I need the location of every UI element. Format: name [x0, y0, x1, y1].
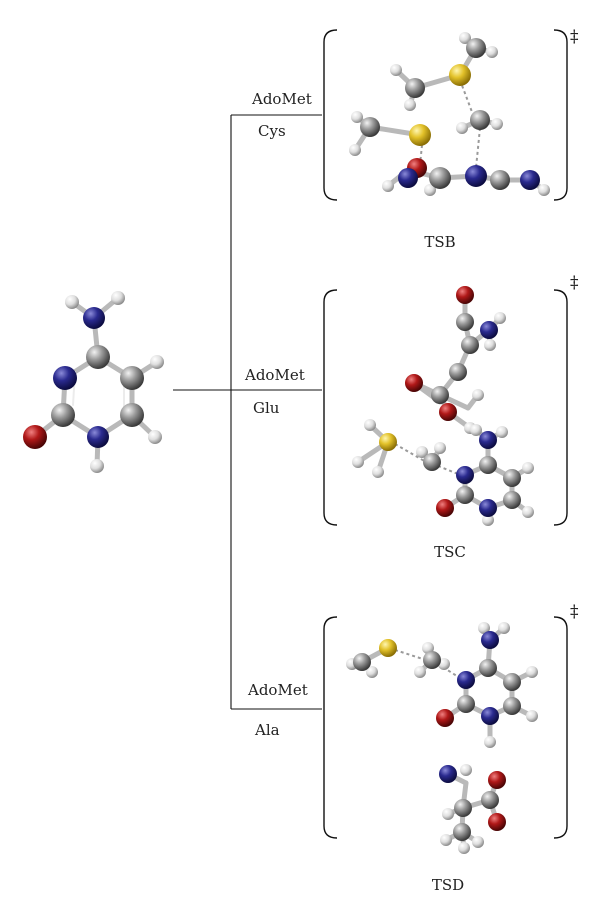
dagger-tsc: ‡ — [570, 273, 579, 293]
bracket-tsc — [323, 289, 568, 526]
ts-label-tsd: TSD — [432, 876, 464, 894]
residue-label-ala: Ala — [254, 721, 280, 739]
reactant-molecule — [23, 291, 164, 473]
residue-label-cys: Cys — [258, 122, 286, 140]
bracket-tsb — [323, 29, 568, 201]
tsd-molecule — [346, 622, 538, 854]
dagger-tsd: ‡ — [570, 602, 579, 622]
tsc-molecule — [352, 286, 534, 526]
bracket-tsd — [323, 616, 568, 839]
ts-label-tsb: TSB — [424, 233, 455, 251]
residue-label-glu: Glu — [253, 399, 280, 417]
reagent-label-cys: AdoMet — [251, 90, 312, 108]
reagent-label-ala: AdoMet — [247, 681, 308, 699]
tsb-molecule — [349, 32, 550, 196]
reagent-label-glu: AdoMet — [244, 366, 305, 384]
connector-lines — [173, 114, 322, 710]
dagger-tsb: ‡ — [570, 27, 579, 47]
ts-label-tsc: TSC — [434, 543, 466, 561]
